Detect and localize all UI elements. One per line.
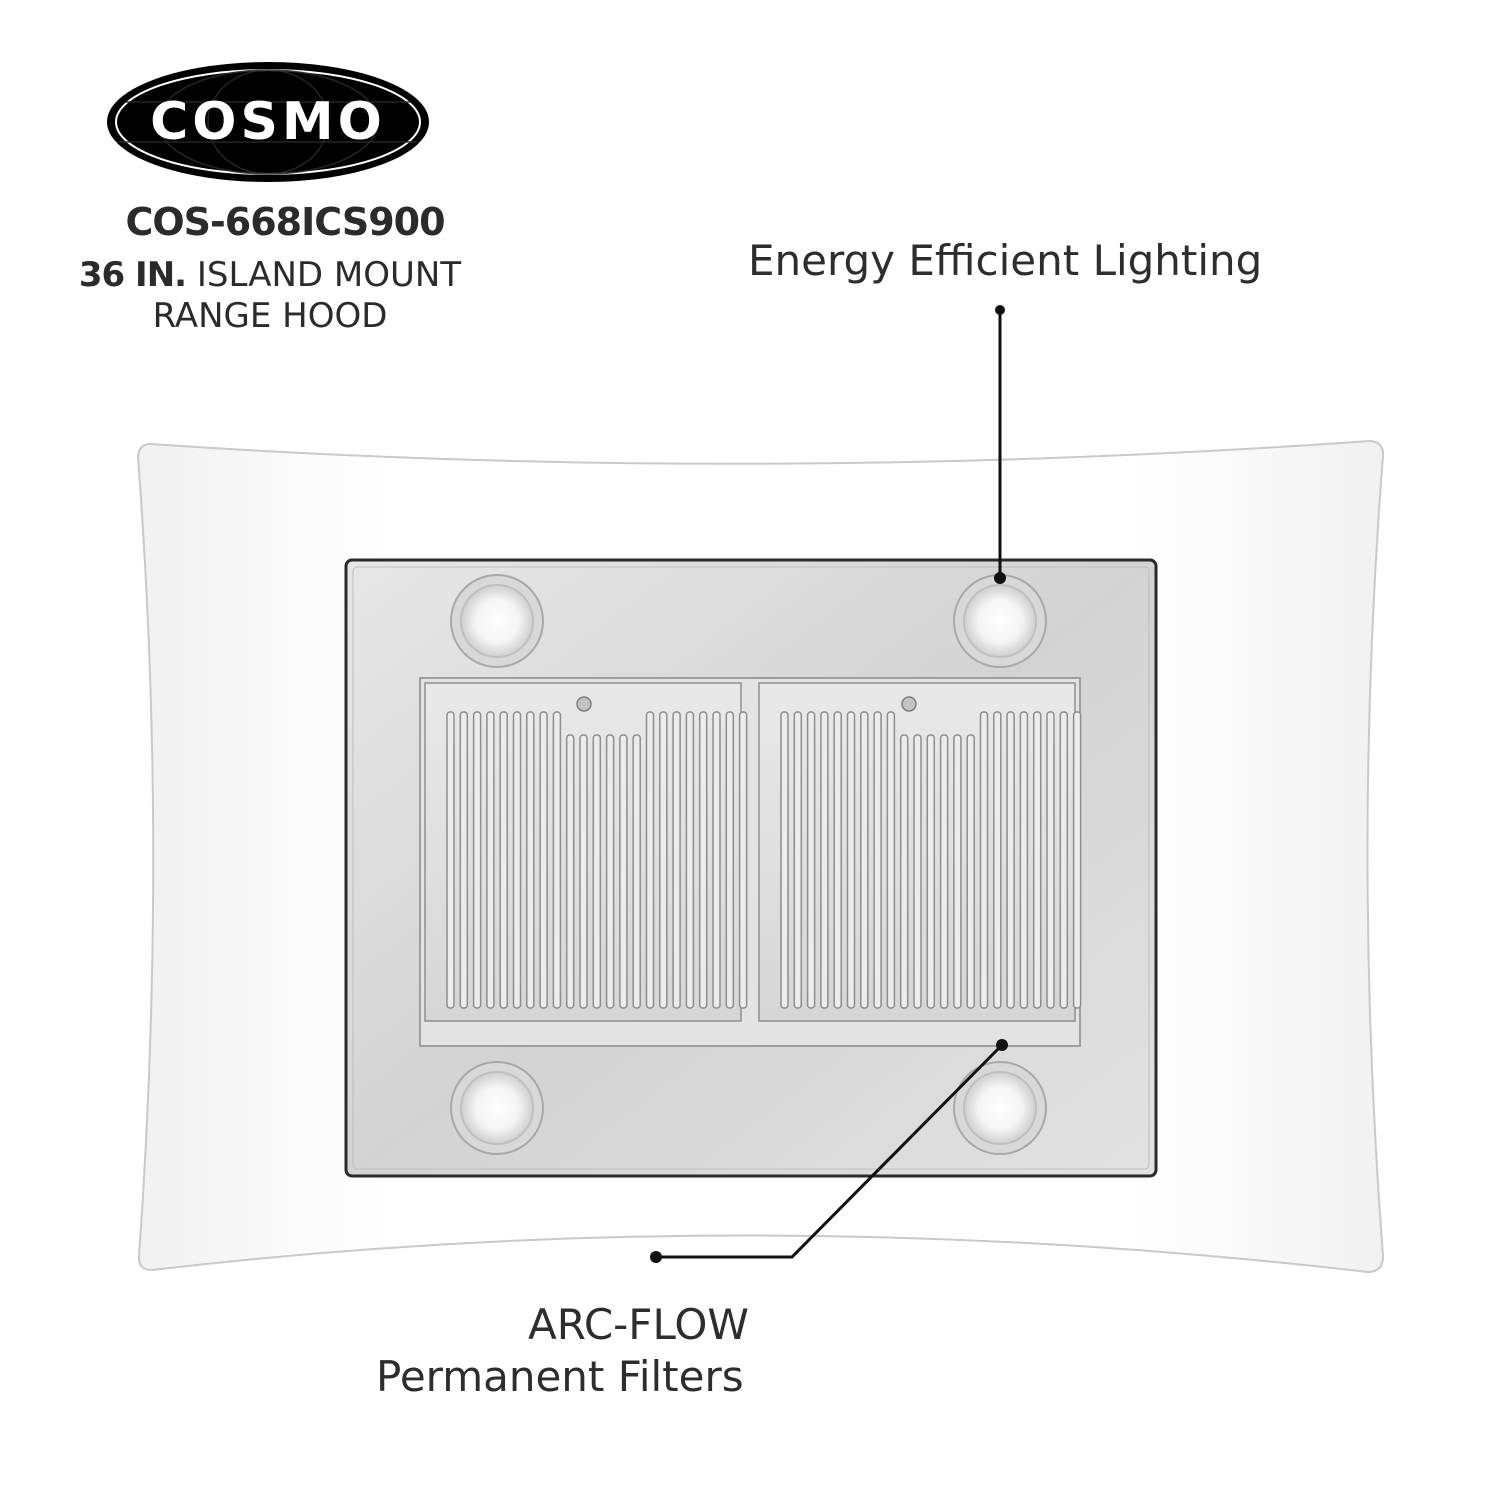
filter-slat bbox=[913, 734, 922, 1009]
filter-slat bbox=[579, 734, 588, 1009]
filter-slat bbox=[565, 734, 575, 1009]
type-label-1: ISLAND MOUNT bbox=[196, 255, 462, 295]
callout-line-lighting bbox=[994, 305, 1006, 584]
filter-slat bbox=[780, 711, 789, 1009]
filter-slat bbox=[605, 734, 615, 1009]
filter-slat bbox=[738, 711, 748, 1009]
callout-lighting: Energy Efficient Lighting bbox=[748, 236, 1263, 285]
filter-slat bbox=[846, 711, 856, 1009]
brand-block: COSMO COS-668ICS900 36 IN. ISLAND MOUNT … bbox=[0, 0, 540, 360]
filter-slat bbox=[459, 711, 469, 1009]
filter-slat bbox=[552, 711, 562, 1009]
filter-slat bbox=[820, 711, 829, 1009]
product-type-line2: RANGE HOOD bbox=[152, 296, 388, 336]
filter-slat bbox=[939, 734, 949, 1009]
filter-slat bbox=[725, 711, 735, 1009]
size-label: 36 IN. bbox=[78, 255, 187, 295]
logo-wordmark: COSMO bbox=[150, 92, 386, 152]
cosmo-logo-icon bbox=[107, 62, 429, 182]
filter-left bbox=[424, 682, 748, 1022]
filter-slat bbox=[486, 711, 495, 1009]
light-top-left bbox=[450, 574, 544, 668]
filter-slat bbox=[685, 711, 695, 1009]
filter-slat bbox=[698, 711, 708, 1009]
filter-slat bbox=[659, 711, 668, 1009]
filter-slat bbox=[860, 711, 869, 1009]
filter-slat bbox=[833, 711, 842, 1009]
filter-slat bbox=[472, 711, 482, 1009]
filter-slat bbox=[499, 711, 508, 1009]
callout-filters-line1: ARC-FLOW bbox=[528, 1300, 749, 1349]
filter-slat bbox=[886, 711, 896, 1009]
filter-slat bbox=[512, 711, 522, 1009]
filter-slat bbox=[793, 711, 803, 1009]
filter-slat bbox=[873, 711, 882, 1009]
filter-slat bbox=[446, 711, 455, 1009]
filter-slat bbox=[1019, 711, 1029, 1009]
light-top-right bbox=[953, 574, 1047, 668]
filter-slat bbox=[645, 711, 655, 1009]
filter-slat bbox=[806, 711, 816, 1009]
light-bottom-right bbox=[953, 1061, 1047, 1155]
filter-slat bbox=[1006, 711, 1015, 1009]
light-bottom-left bbox=[450, 1061, 544, 1155]
callout-line-filters bbox=[650, 1039, 1008, 1263]
filter-slat bbox=[632, 734, 641, 1009]
filter-slat bbox=[1059, 711, 1069, 1009]
filter-slat bbox=[539, 711, 548, 1009]
filter-right bbox=[758, 682, 1082, 1022]
filter-slat bbox=[926, 734, 936, 1009]
filter-slat bbox=[672, 711, 681, 1009]
product-type-line1: 36 IN. ISLAND MOUNT bbox=[30, 255, 510, 295]
filter-slat bbox=[979, 711, 989, 1009]
filter-slat bbox=[619, 734, 628, 1009]
filter-slat bbox=[899, 734, 909, 1009]
filter-slat bbox=[953, 734, 962, 1009]
filter-slat bbox=[712, 711, 721, 1009]
callout-filters-line2: Permanent Filters bbox=[376, 1352, 744, 1401]
filter-slat bbox=[526, 711, 535, 1009]
filter-slat bbox=[1046, 711, 1055, 1009]
filter-slat bbox=[993, 711, 1002, 1009]
filter-slat bbox=[1032, 711, 1042, 1009]
model-number: COS-668ICS900 bbox=[125, 200, 445, 244]
filter-slat bbox=[592, 734, 602, 1009]
filter-slat bbox=[1072, 711, 1082, 1009]
filter-slat bbox=[966, 734, 975, 1009]
